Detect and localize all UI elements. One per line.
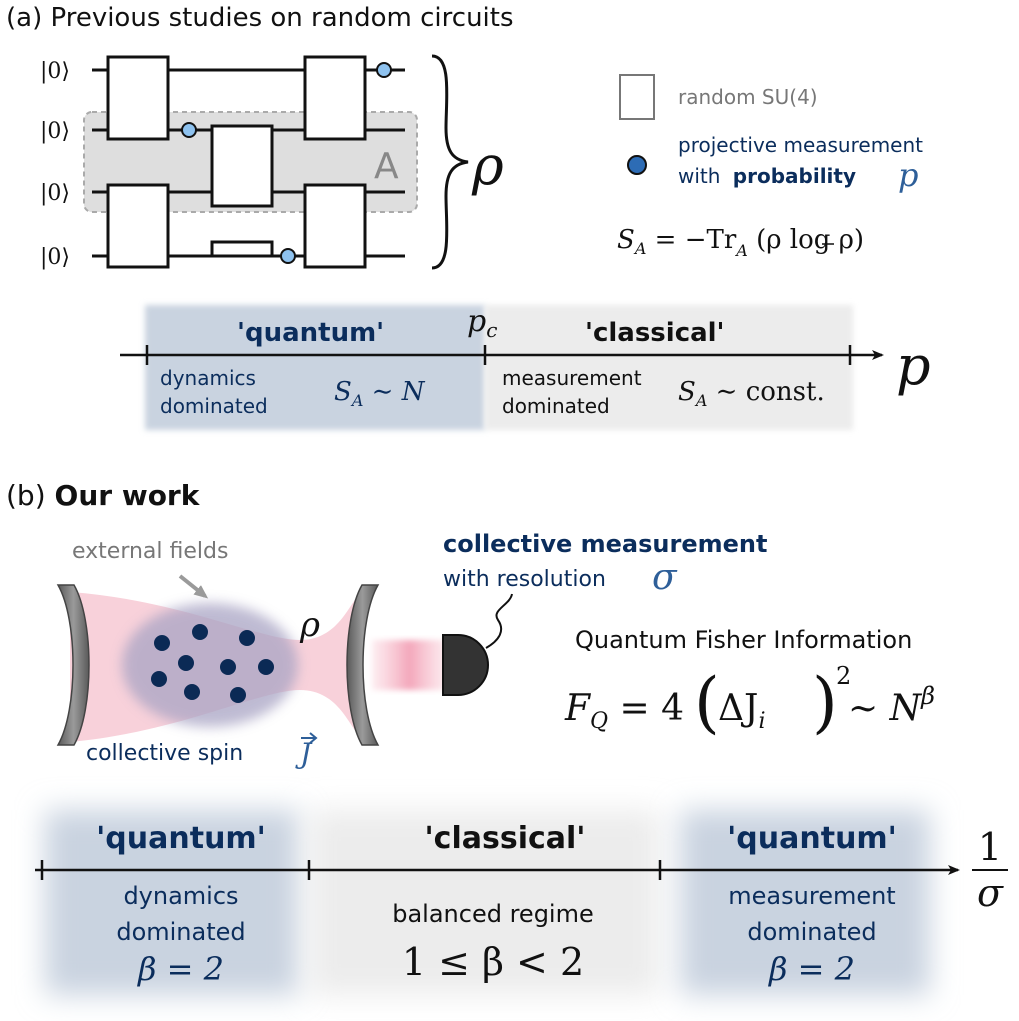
legend-measure-icon bbox=[627, 155, 647, 175]
partial-gate bbox=[210, 240, 274, 256]
phase-classical-bg bbox=[310, 810, 660, 995]
beta-mid: 1 ≤ β < 2 bbox=[402, 940, 584, 984]
phase-desc-line: dominated bbox=[502, 394, 610, 418]
su4-gate bbox=[210, 124, 274, 208]
atom-dot bbox=[154, 635, 170, 651]
phase-desc-line: dynamics bbox=[160, 366, 256, 390]
ket-label: |0⟩ bbox=[40, 59, 70, 84]
region-a-label: A bbox=[374, 146, 399, 187]
su4-gate bbox=[303, 183, 367, 269]
axis-den: σ bbox=[977, 871, 1004, 915]
phase-classical-label: 'classical' bbox=[585, 318, 725, 348]
phase-desc-line: measurement bbox=[502, 366, 642, 390]
beta-left: β = 2 bbox=[137, 950, 224, 988]
axis-num: 1 bbox=[978, 825, 1002, 869]
ket-label: |0⟩ bbox=[40, 245, 70, 270]
atom-dot bbox=[151, 671, 167, 687]
sigma-symbol: σ bbox=[652, 557, 678, 598]
phase-quantum-bg bbox=[145, 305, 485, 430]
collective-spin-label: collective spin bbox=[86, 741, 243, 766]
atom-dot bbox=[178, 655, 194, 671]
vector-arrow bbox=[301, 732, 318, 744]
atom-dot bbox=[230, 687, 246, 703]
left-mirror bbox=[56, 584, 90, 746]
su4-gate bbox=[106, 183, 170, 269]
pc-label: pc bbox=[467, 304, 497, 342]
detector-icon bbox=[442, 634, 489, 696]
external-fields-label: external fields bbox=[72, 539, 228, 564]
atom-dot bbox=[239, 630, 255, 646]
atom-dot bbox=[258, 659, 274, 675]
collective-measurement-label: collective measurement bbox=[443, 530, 767, 558]
phase-quantum-label: 'quantum' bbox=[237, 318, 384, 348]
legend-measure-line2: with probability bbox=[678, 164, 856, 188]
legend-gate-label: random SU(4) bbox=[678, 85, 818, 109]
measurement-dot bbox=[181, 122, 197, 138]
ket-label: |0⟩ bbox=[40, 119, 70, 144]
panel-b-title: (b) Our work bbox=[6, 479, 201, 512]
paren-left: ( bbox=[694, 664, 720, 741]
spin-symbol: J bbox=[295, 737, 313, 770]
resolution-label: with resolution bbox=[443, 567, 606, 592]
phase-classical-label: 'classical' bbox=[425, 821, 586, 856]
atom-dot bbox=[192, 624, 208, 640]
legend-measure-line1: projective measurement bbox=[678, 133, 923, 157]
scaling-quantum: SA ∼ N bbox=[334, 377, 426, 410]
su4-gate bbox=[106, 55, 170, 141]
atom-dot bbox=[184, 684, 200, 700]
phase-desc-line: dominated bbox=[160, 394, 268, 418]
qfi-scaling: ∼ Nβ bbox=[848, 682, 935, 729]
phase-quantum-bg-left bbox=[45, 810, 300, 995]
entropy-formula: SA = −TrA (ρ log ρ) bbox=[617, 225, 864, 260]
detector-wire bbox=[485, 593, 513, 649]
p-axis-var: p bbox=[896, 334, 931, 397]
beta-right: β = 2 bbox=[768, 950, 855, 988]
rho-symbol-b: ρ bbox=[299, 605, 320, 645]
paren-right: ) bbox=[812, 664, 838, 741]
qfi-title: Quantum Fisher Information bbox=[575, 626, 912, 654]
phase-classical-bg bbox=[485, 305, 853, 430]
qfi-exponent: 2 bbox=[836, 662, 851, 690]
qfi-inner: ΔJi bbox=[718, 688, 765, 734]
qfi-formula: FQ = 4 bbox=[564, 688, 684, 734]
phase-desc-line: dynamics bbox=[123, 882, 238, 910]
phase-quantum-label-right: 'quantum' bbox=[727, 821, 897, 856]
legend-gate-icon bbox=[619, 74, 655, 120]
su4-gate bbox=[303, 55, 367, 141]
curly-brace bbox=[431, 54, 469, 270]
external-fields-arrow bbox=[178, 574, 209, 599]
phase-desc-line: measurement bbox=[728, 882, 895, 910]
panel-a-title: (a) Previous studies on random circuits bbox=[6, 3, 514, 33]
atom-cloud bbox=[122, 603, 298, 727]
output-beam bbox=[372, 640, 447, 690]
phase-quantum-label-left: 'quantum' bbox=[96, 821, 266, 856]
rho-symbol: ρ bbox=[471, 134, 504, 197]
measurement-dot bbox=[280, 248, 296, 264]
phase-desc-line: dominated bbox=[747, 918, 876, 946]
legend-p-symbol: p bbox=[898, 156, 918, 194]
right-mirror bbox=[346, 584, 380, 746]
phase-desc-line: dominated bbox=[116, 918, 245, 946]
atom-dot bbox=[220, 659, 236, 675]
measurement-dot bbox=[376, 62, 392, 78]
balanced-regime-label: balanced regime bbox=[392, 900, 594, 928]
ket-label: |0⟩ bbox=[40, 181, 70, 206]
phase-quantum-bg-right bbox=[680, 810, 930, 995]
scaling-classical: SA ∼ const. bbox=[678, 377, 825, 410]
